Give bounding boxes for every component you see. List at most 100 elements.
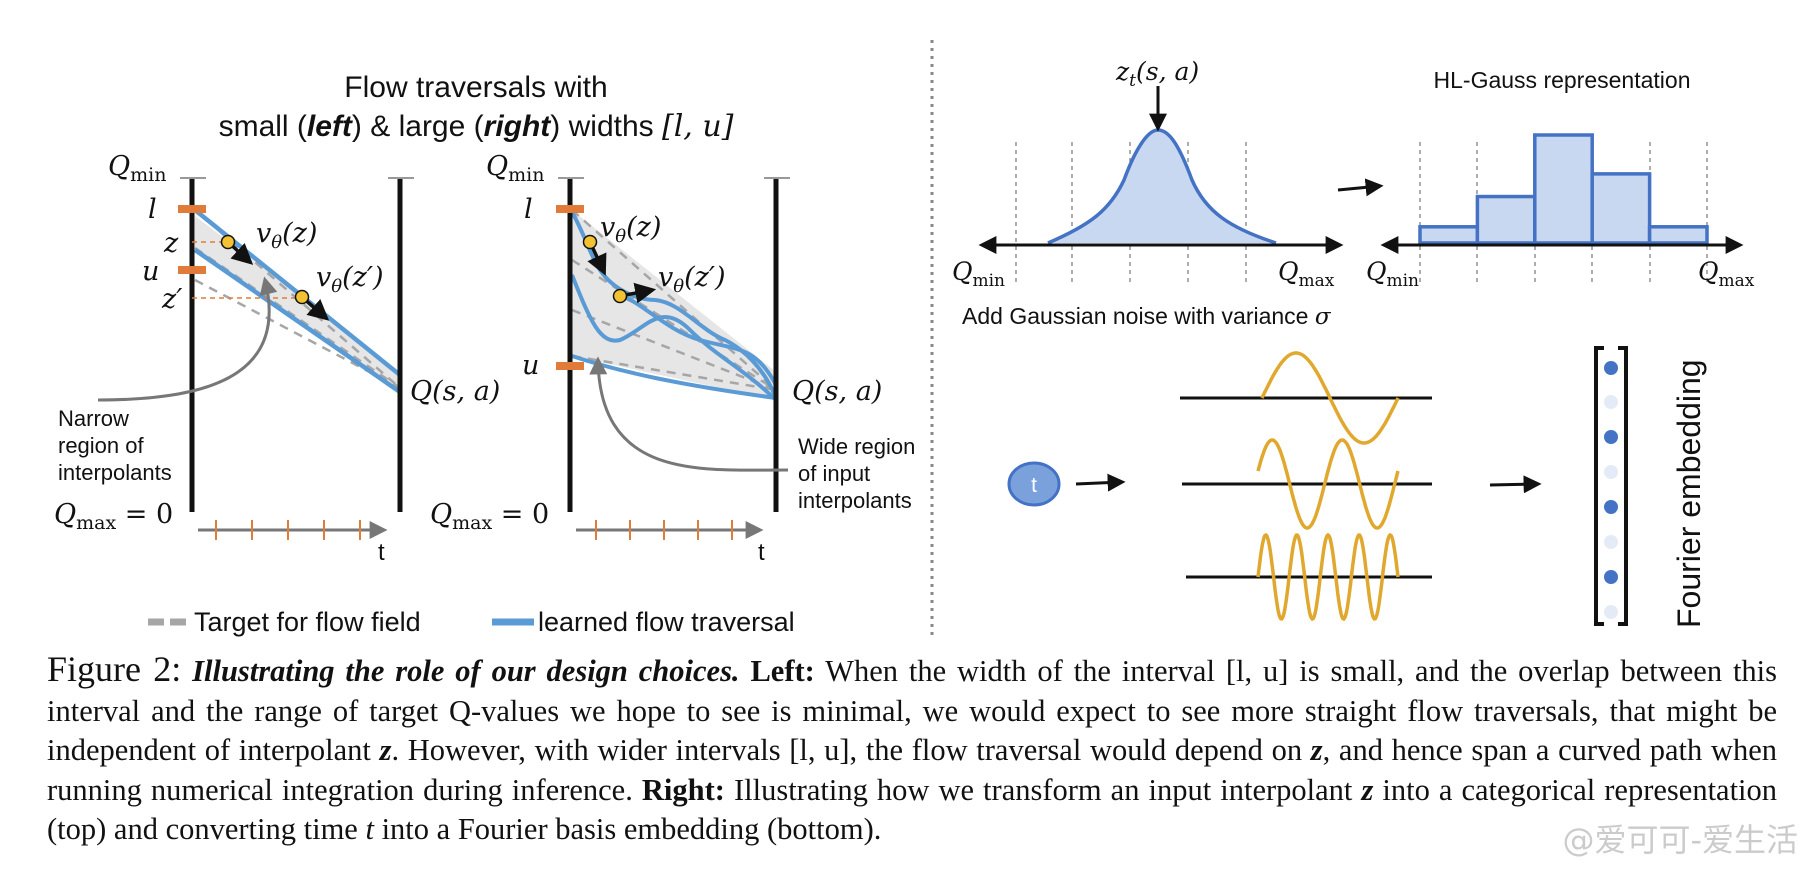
interpolant-z <box>582 234 598 250</box>
interpolant-zprime <box>294 289 310 305</box>
target-line <box>571 258 777 392</box>
zprime-label: z′ <box>161 284 182 315</box>
hl-gauss-plot: HL-Gauss representation Qmin Qmax <box>1366 67 1755 291</box>
figure-title: Illustrating the role of our design choi… <box>192 654 740 688</box>
wide-note-1: Wide region <box>798 434 915 459</box>
vector-bracket-left <box>1594 346 1604 626</box>
caption-text-4: Illustrating how we transform an input i… <box>733 772 1362 807</box>
qmax-label: Qmax = 0 <box>54 499 173 534</box>
gaussian-curve <box>1048 130 1276 243</box>
caption-text-3: , and hence span a curved path when runn… <box>47 733 1777 807</box>
time-to-waves-arrow <box>1075 473 1126 492</box>
hist-bar <box>1533 133 1594 245</box>
gauss-qmin: Qmin <box>952 257 1005 291</box>
time-node <box>1007 461 1061 507</box>
hist-bar <box>1475 194 1537 245</box>
left-label: Left: <box>750 654 815 688</box>
caption-text-5: into a categorical representation (top) … <box>47 772 1778 847</box>
transform-arrow <box>1337 178 1384 197</box>
embedding-element <box>1604 395 1618 409</box>
u-label: u <box>142 256 159 287</box>
embedding-element <box>1604 430 1618 444</box>
vector-bracket-right <box>1618 346 1628 626</box>
wide-note-2: of input <box>798 461 870 486</box>
embedding-element <box>1604 570 1618 584</box>
l-marker <box>178 205 206 213</box>
u-marker <box>178 266 206 274</box>
v-zprime-label: vθ(z′) <box>316 262 384 297</box>
caption-z: z <box>379 733 392 767</box>
caption-text-1: When the width of the interval [l, u] is… <box>47 654 1778 767</box>
large-width-diagram: Qmin l u vθ(z) vθ(z′) Q(s, a) Wide regio… <box>430 151 915 566</box>
gauss-qmax: Qmax <box>1278 257 1335 291</box>
sine-wave-low <box>1260 351 1400 445</box>
caption-z: z <box>1361 772 1374 807</box>
figure-label: Figure 2: <box>47 649 182 689</box>
figure-caption: Figure 2: Illustrating the role of our d… <box>47 649 1778 850</box>
embedding-element <box>1604 605 1618 619</box>
interpolant-zprime <box>612 288 628 304</box>
hist-bar <box>1590 172 1652 245</box>
v-z-label: vθ(z) <box>256 218 317 253</box>
right-panel: zt(s, a) Qmin Qmax HL-Gauss representati… <box>952 57 1755 628</box>
wide-pointer <box>589 356 789 472</box>
target-line <box>571 308 777 392</box>
caption-z: z <box>1310 733 1323 767</box>
time-node-label: t <box>1031 474 1037 497</box>
embedding-element <box>1604 535 1618 549</box>
figure-illustration: Flow traversals with small (left) & larg… <box>54 40 1755 640</box>
v-zprime-label: vθ(z′) <box>658 262 726 297</box>
u-label: u <box>522 350 539 381</box>
q-sa-label: Q(s, a) <box>410 376 500 407</box>
qmin-label: Qmin <box>486 151 544 186</box>
embedding-element <box>1604 465 1618 479</box>
left-title-line1: Flow traversals with <box>344 71 607 104</box>
legend: Target for flow field learned flow trave… <box>148 607 795 637</box>
u-marker <box>556 362 584 370</box>
learned-traversal <box>619 294 778 386</box>
caption-text-6: into a Fourier basis embedding (bottom). <box>373 812 882 846</box>
l-label: l <box>524 194 533 225</box>
interpolant-z <box>220 234 236 250</box>
hist-qmin: Qmin <box>1366 257 1419 291</box>
caption-text-2: . However, with wider intervals [l, u], … <box>391 733 1311 767</box>
qmax-label: Qmax = 0 <box>430 499 549 534</box>
zt-label: zt(s, a) <box>1115 57 1199 91</box>
q-sa-label: Q(s, a) <box>792 376 882 407</box>
watermark: @爱可可-爱生活 <box>1562 821 1798 859</box>
t-label: t <box>758 539 765 566</box>
l-label: l <box>148 194 157 225</box>
fourier-waves <box>1180 351 1432 622</box>
gaussian-plot: zt(s, a) Qmin Qmax <box>952 57 1344 291</box>
hist-qmax: Qmax <box>1698 257 1755 291</box>
waves-to-embedding-arrow <box>1489 475 1542 494</box>
hist-bars <box>1418 133 1709 245</box>
narrow-note-2: region of <box>58 433 145 458</box>
small-width-diagram: Qmin l z u z′ vθ(z) vθ(z′) Q(s, a) Narro… <box>54 151 500 566</box>
narrow-pointer <box>97 276 278 402</box>
time-ticks <box>215 520 361 540</box>
fourier-embedding-label: Fourier embedding <box>1671 359 1707 628</box>
right-label: Right: <box>641 772 725 807</box>
left-title-line2: small (left) & large (right) widths [l, … <box>219 109 734 144</box>
v-z-label: vθ(z) <box>600 212 661 247</box>
wide-note-3: interpolants <box>798 488 912 513</box>
sine-wave-high <box>1256 532 1400 622</box>
embedding-element <box>1604 361 1618 375</box>
legend-target-label: Target for flow field <box>194 607 421 637</box>
left-panel: Flow traversals with small (left) & larg… <box>54 71 915 637</box>
embedding-element <box>1604 500 1618 514</box>
hist-bar <box>1647 225 1709 245</box>
caption-t: t <box>365 812 374 846</box>
qmin-label: Qmin <box>108 151 166 186</box>
learned-traversal <box>193 248 402 394</box>
z-label: z <box>163 228 179 259</box>
hl-gauss-title: HL-Gauss representation <box>1434 67 1691 93</box>
narrow-note-1: Narrow <box>58 406 129 431</box>
legend-learned-label: learned flow traversal <box>538 607 795 637</box>
sine-wave-mid <box>1256 438 1400 530</box>
l-marker <box>556 205 584 213</box>
fourier-embedding-vector: Fourier embedding <box>1594 346 1707 628</box>
t-label: t <box>378 539 385 566</box>
narrow-note-3: interpolants <box>58 460 172 485</box>
